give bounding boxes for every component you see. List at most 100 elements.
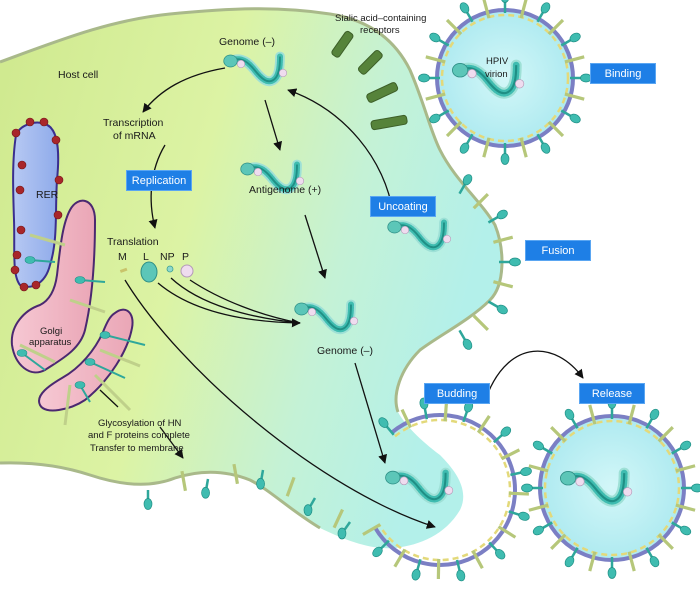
ribosome xyxy=(53,210,63,220)
phosphoprotein-p xyxy=(623,487,633,497)
ribosome xyxy=(16,225,26,235)
protein-p-label: P xyxy=(182,251,190,263)
stage-release: Release xyxy=(579,383,645,404)
ribosome xyxy=(17,160,27,170)
hn-glycoprotein-head xyxy=(99,331,111,339)
f-glycoprotein xyxy=(63,384,72,426)
nucleocapsid xyxy=(452,59,525,99)
hpiv-virion-budding xyxy=(362,397,532,582)
ribosome xyxy=(10,265,20,275)
protein-np-label: NP xyxy=(160,251,175,263)
f-glycoprotein xyxy=(400,408,412,429)
phosphoprotein-p xyxy=(253,167,263,177)
protein-m-glyph xyxy=(119,267,128,273)
hn-glycoprotein-head xyxy=(16,349,28,357)
f-glycoprotein xyxy=(425,55,446,64)
phosphoprotein-p xyxy=(515,79,525,89)
transcription-label-line2: of mRNA xyxy=(113,130,156,142)
host-cell-membrane xyxy=(0,7,504,413)
plasma-membrane-proteins xyxy=(143,463,352,540)
hn-glycoprotein-head xyxy=(496,209,508,220)
nucleocapsid xyxy=(560,467,633,507)
glycosylation-label-line2: and F proteins complete xyxy=(88,430,190,441)
hn-glycoprotein-head xyxy=(501,0,509,3)
translation-products xyxy=(119,261,194,283)
hn-glycoprotein-head xyxy=(680,525,692,536)
golgi-label-line2: apparatus xyxy=(29,337,72,348)
hn-glycoprotein-head xyxy=(520,467,532,476)
polymerase-l xyxy=(240,162,255,176)
hn-glycoprotein-head xyxy=(569,32,581,43)
f-glycoprotein xyxy=(19,343,56,364)
transcription-label-line1: Transcription xyxy=(103,117,164,129)
host-cell-label: Host cell xyxy=(58,69,99,81)
hn-glycoprotein-head xyxy=(256,477,265,490)
rna-strand xyxy=(572,473,626,503)
polymerase-l xyxy=(452,62,469,78)
phosphoprotein-p xyxy=(236,59,246,69)
f-glycoprotein xyxy=(482,137,491,158)
f-glycoprotein xyxy=(675,503,696,512)
ribosome xyxy=(51,135,61,145)
hn-glycoprotein-head xyxy=(564,408,575,420)
hn-glycoprotein-stalk xyxy=(104,334,146,346)
receptor-label-line1: Sialic acid–containing xyxy=(335,13,427,24)
f-glycoprotein xyxy=(471,549,484,570)
phosphoprotein-p xyxy=(444,486,454,495)
arrow-p-to-genome xyxy=(189,279,301,324)
f-glycoprotein xyxy=(445,120,463,138)
arrow-antigenome-to-genome xyxy=(304,214,327,279)
f-glycoprotein xyxy=(500,448,521,461)
hn-glycoprotein-stalk xyxy=(21,352,46,371)
hn-glycoprotein-head xyxy=(411,568,421,581)
hn-glycoprotein-head xyxy=(74,276,86,284)
f-glycoprotein xyxy=(564,55,585,64)
rough-endoplasmic-reticulum xyxy=(10,117,64,292)
hpiv-virion-released xyxy=(521,397,700,579)
hn-glycoprotein-head xyxy=(337,527,347,540)
hn-glycoprotein-head xyxy=(509,257,521,267)
hn-glycoprotein-stalk xyxy=(89,361,126,379)
hn-glycoprotein-head xyxy=(532,440,544,451)
hn-glycoprotein-head xyxy=(429,113,441,124)
virion-interior xyxy=(437,10,573,146)
genome-top-label: Genome (–) xyxy=(219,36,276,48)
phosphoprotein-p xyxy=(575,477,585,487)
stage-replication: Replication xyxy=(126,170,192,191)
stage-fusion: Fusion xyxy=(525,240,591,261)
hpiv-virion-binding xyxy=(418,0,592,165)
hn-glycoprotein-head xyxy=(521,483,533,493)
f-glycoprotein xyxy=(476,415,491,434)
hn-glycoprotein-head xyxy=(495,548,506,560)
f-glycoprotein xyxy=(180,470,188,492)
phosphoprotein-p xyxy=(467,69,477,79)
phosphoprotein-p xyxy=(278,68,288,78)
protein-p-glyph xyxy=(180,264,194,278)
f-glycoprotein xyxy=(393,548,407,568)
protein-m-label: M xyxy=(118,251,127,263)
receptor-2 xyxy=(358,50,383,75)
f-glycoprotein xyxy=(443,401,449,422)
ribosome xyxy=(39,117,49,127)
rna-strand xyxy=(251,164,298,191)
hn-glycoprotein-head xyxy=(418,73,430,83)
f-glycoprotein xyxy=(492,280,514,289)
ribosome xyxy=(15,185,25,195)
hn-glycoprotein-head xyxy=(500,153,510,165)
f-glycoprotein xyxy=(547,18,565,36)
stage-budding: Budding xyxy=(424,383,490,404)
f-glycoprotein xyxy=(657,533,674,550)
hn-glycoprotein-head xyxy=(459,142,470,154)
virion-label-line1: HPIV xyxy=(486,56,509,67)
receptor-4 xyxy=(370,114,408,131)
stage-binding: Binding xyxy=(590,63,656,84)
f-glycoprotein xyxy=(528,464,549,473)
hn-glycoprotein-head xyxy=(607,567,617,579)
receptor-1 xyxy=(331,30,354,58)
f-glycoprotein xyxy=(69,298,106,314)
polymerase-l xyxy=(560,470,577,486)
f-glycoprotein xyxy=(657,426,674,443)
f-glycoprotein xyxy=(332,508,344,529)
